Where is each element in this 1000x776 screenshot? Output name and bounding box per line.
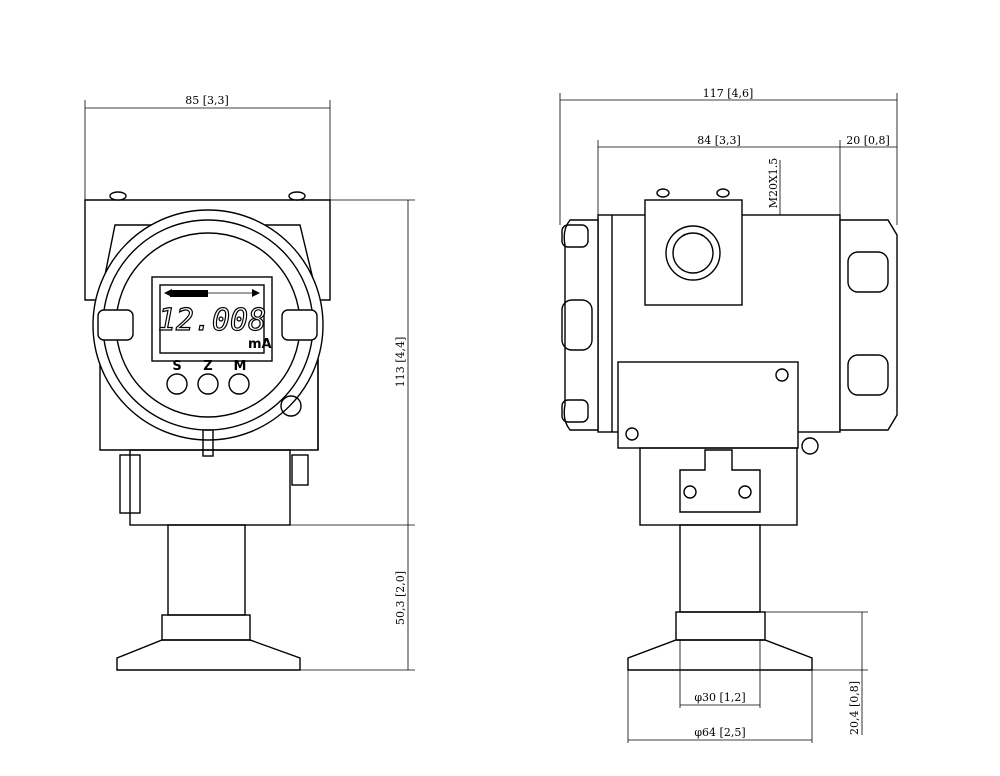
side-total-width-dimension: 117 [4,6] (559, 87, 898, 225)
diameter-dimensions: φ30 [1,2] φ64 [2,5] (627, 640, 813, 743)
outer-diameter-label: φ64 [2,5] (694, 726, 745, 739)
button-m-label: M (234, 359, 247, 374)
thread-label: M20X1.5 (767, 158, 780, 209)
lcd-display: 12.008 mA (151, 276, 273, 362)
side-view: 117 [4,6] 84 [3,3] 20 [0,8] M20X1.5 (559, 87, 898, 743)
button-z-label: Z (203, 359, 212, 374)
front-height-label: 113 [4,4] (394, 337, 407, 388)
front-buttons: S Z M (166, 359, 250, 395)
flange-height-dimension: 20,4 [0,8] (765, 611, 868, 735)
front-view: 85 [3,3] 113 [4,4] 50,3 [2,0] (84, 94, 415, 671)
inner-diameter-label: φ30 [1,2] (694, 691, 745, 704)
front-height-dimension: 113 [4,4] 50,3 [2,0] (290, 199, 415, 671)
button-m-icon (228, 373, 250, 395)
side-body-width-label: 84 [3,3] (697, 134, 741, 147)
front-width-dimension: 85 [3,3] (84, 94, 331, 200)
button-s-label: S (172, 359, 181, 374)
side-body-width-dimension: 84 [3,3] 20 [0,8] (597, 134, 897, 215)
side-total-width-label: 117 [4,6] (703, 87, 754, 100)
front-lower-height-label: 50,3 [2,0] (394, 571, 407, 625)
button-z-icon (197, 373, 219, 395)
button-s-icon (166, 373, 188, 395)
display-reading: 12.008 (158, 303, 266, 338)
front-width-label: 85 [3,3] (185, 94, 229, 107)
side-cover-label: 20 [0,8] (846, 134, 890, 147)
display-unit: mA (248, 337, 272, 352)
flange-height-label: 20,4 [0,8] (848, 681, 861, 735)
